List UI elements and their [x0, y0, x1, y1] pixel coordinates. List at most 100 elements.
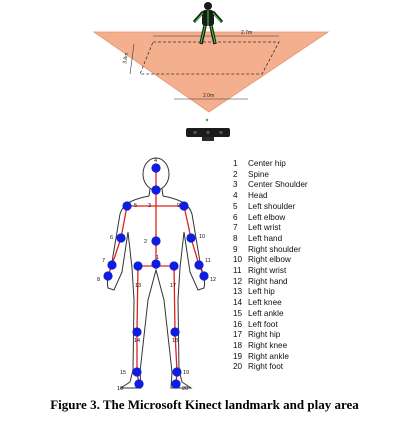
play-region-dashed — [139, 41, 280, 75]
joint-number-label: 5 — [134, 203, 137, 209]
joint-marker — [116, 233, 126, 243]
joint-marker — [132, 367, 142, 377]
legend-label: Center Shoulder — [248, 180, 308, 190]
legend-item: 13 Left hip — [233, 287, 403, 298]
legend-item: 20 Right foot — [233, 362, 403, 373]
joint-number-label: 8 — [97, 277, 100, 283]
legend-label: Left hip — [248, 287, 275, 297]
joint-marker — [107, 260, 117, 270]
legend-label: Right ankle — [248, 351, 289, 361]
joint-number-label: 18 — [172, 338, 178, 344]
joint-number-label: 2 — [144, 239, 147, 245]
joint-marker — [132, 327, 142, 337]
depth-label: 3.8m — [122, 52, 130, 64]
joint-number-label: 16 — [117, 386, 123, 392]
legend-number: 6 — [233, 212, 238, 222]
legend-item: 7 Left wrist — [233, 223, 403, 234]
joint-number-label: 15 — [120, 370, 126, 376]
legend-label: Left ankle — [248, 308, 284, 318]
joint-marker — [199, 271, 209, 281]
legend-number: 3 — [233, 180, 238, 190]
legend-number: 5 — [233, 201, 238, 211]
legend-number: 7 — [233, 223, 238, 233]
joint-number-label: 11 — [205, 258, 211, 264]
legend-item: 3 Center Shoulder — [233, 180, 403, 191]
legend-label: Left knee — [248, 298, 282, 308]
joint-number-label: 3 — [148, 203, 151, 209]
legend-number: 1 — [233, 159, 238, 168]
legend-number: 4 — [233, 191, 238, 201]
legend-number: 13 — [233, 287, 243, 297]
joint-marker — [170, 327, 180, 337]
joint-marker — [151, 259, 161, 269]
joint-number-label: 1 — [156, 255, 159, 261]
legend-number: 2 — [233, 169, 238, 179]
legend-number: 10 — [233, 255, 243, 265]
legend-number: 14 — [233, 298, 243, 308]
legend-item: 15 Left ankle — [233, 309, 403, 320]
legend-label: Head — [248, 191, 268, 201]
legend-number: 15 — [233, 308, 243, 318]
joint-marker — [171, 379, 181, 389]
width-bottom-label: 2.0m — [203, 93, 214, 99]
legend-number: 19 — [233, 351, 243, 361]
legend-item: 11 Right wrist — [233, 266, 403, 277]
joint-marker — [151, 185, 161, 195]
joint-marker — [169, 261, 179, 271]
legend-label: Right elbow — [248, 255, 291, 265]
legend-label: Left elbow — [248, 212, 286, 222]
player-figure — [192, 2, 224, 45]
skeleton-bones — [107, 168, 205, 385]
legend-label: Right wrist — [248, 266, 287, 276]
joint-number-label: 7 — [102, 258, 105, 264]
joint-marker — [103, 271, 113, 281]
legend-number: 16 — [233, 319, 243, 329]
legend-label: Left wrist — [248, 223, 281, 233]
legend-item: 19 Right ankle — [233, 352, 403, 363]
legend-label: Left hand — [248, 233, 283, 243]
legend-number: 8 — [233, 233, 238, 243]
legend-label: Right hip — [248, 330, 281, 340]
joint-marker — [172, 367, 182, 377]
legend-label: Spine — [248, 169, 269, 179]
joint-number-label: 9 — [177, 203, 180, 209]
legend-item: 5 Left shoulder — [233, 202, 403, 213]
joint-marker — [151, 236, 161, 246]
legend-label: Right hand — [248, 276, 288, 286]
joint-number-label: 19 — [183, 370, 189, 376]
depth-dimension-line — [129, 43, 135, 75]
joint-number-label: 14 — [134, 338, 140, 344]
joint-marker — [186, 233, 196, 243]
joint-marker — [134, 379, 144, 389]
joint-marker — [194, 260, 204, 270]
legend-item: 2 Spine — [233, 170, 403, 181]
legend-label: Left foot — [248, 319, 278, 329]
joint-number-label: 4 — [154, 158, 157, 164]
legend-number: 20 — [233, 362, 243, 372]
legend-item: 14 Left knee — [233, 298, 403, 309]
joint-marker — [179, 201, 189, 211]
legend-label: Right knee — [248, 340, 288, 350]
joint-number-label: 10 — [199, 234, 205, 240]
legend-item: 16 Left foot — [233, 320, 403, 331]
joint-number-label: 12 — [210, 277, 216, 283]
kinect-play-area — [92, 31, 330, 113]
joint-number-label: 13 — [135, 283, 141, 289]
legend-number: 18 — [233, 340, 243, 350]
figure-caption: Figure 3. The Microsoft Kinect landmark … — [50, 397, 359, 412]
width-top-label: 2.7m — [241, 30, 252, 36]
joint-marker — [151, 163, 161, 173]
legend-label: Right foot — [248, 362, 284, 372]
legend-label: Right shoulder — [248, 244, 301, 254]
legend-label: Left shoulder — [248, 201, 296, 211]
legend-item: 10 Right elbow — [233, 255, 403, 266]
legend-number: 11 — [233, 266, 242, 276]
joint-number-label: 20 — [182, 386, 188, 392]
